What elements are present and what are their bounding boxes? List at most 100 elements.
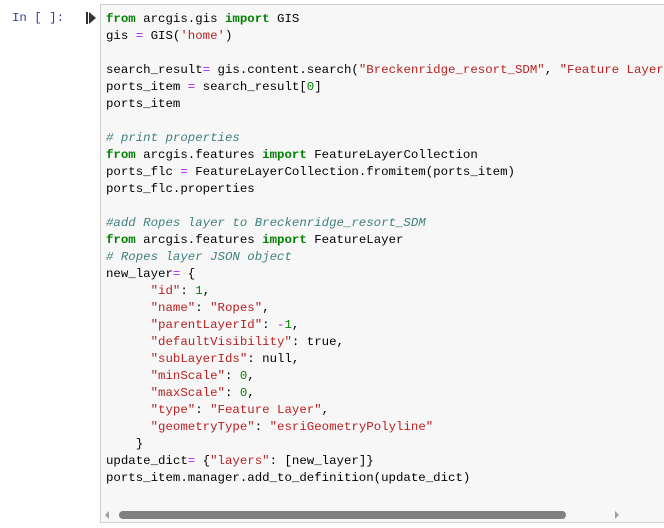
code-token: import (262, 148, 307, 162)
code-token: 0 (306, 80, 315, 94)
code-token: GIS( (143, 29, 181, 43)
code-token: : null, (247, 352, 300, 366)
code-token: = (187, 80, 196, 94)
code-line: ports_item = search_result[0] (106, 79, 664, 96)
code-line: "name": "Ropes", (106, 300, 664, 317)
code-token: arcgis.features (135, 233, 263, 247)
code-token: # Ropes layer JSON object (106, 250, 292, 264)
code-token: "parentLayerId" (150, 318, 263, 332)
code-token: , (247, 386, 255, 400)
scroll-right-arrow-icon[interactable] (615, 511, 619, 519)
code-line: ports_item (106, 96, 664, 113)
code-line: "geometryType": "esriGeometryPolyline" (106, 419, 664, 436)
code-token (106, 352, 151, 366)
code-token: "Breckenridge_resort_SDM" (358, 63, 545, 77)
code-line: ports_flc = FeatureLayerCollection.fromi… (106, 164, 664, 181)
code-line: search_result= gis.content.search("Breck… (106, 62, 664, 79)
code-line: gis = GIS('home') (106, 28, 664, 45)
code-token: import (262, 233, 307, 247)
code-line: "subLayerIds": null, (106, 351, 664, 368)
code-line: "type": "Feature Layer", (106, 402, 664, 419)
code-token: from (106, 12, 136, 26)
code-line: update_dict= {"layers": [new_layer]} (106, 453, 664, 470)
cell-prompt: In [ ]: (12, 11, 65, 25)
code-token: "Feature Layer" (559, 63, 664, 77)
code-token: : [new_layer]} (269, 454, 374, 468)
code-token: , (544, 63, 560, 77)
code-line: ports_flc.properties (106, 181, 664, 198)
code-token: "type" (150, 403, 196, 417)
code-token: , (291, 318, 300, 332)
code-token: 'home' (180, 29, 225, 43)
code-line: # print properties (106, 130, 664, 147)
code-line (106, 113, 664, 130)
code-token: : true, (291, 335, 344, 349)
code-token: import (224, 12, 270, 26)
code-token: ports_flc (106, 165, 181, 179)
code-line: ports_item.manager.add_to_definition(upd… (106, 470, 664, 487)
code-token: 0 (239, 369, 248, 383)
code-token (106, 301, 151, 315)
code-token: GIS (269, 12, 300, 26)
code-line: } (106, 436, 664, 453)
code-token: gis.content.search( (210, 63, 359, 77)
code-token: arcgis.gis (135, 12, 225, 26)
code-token: # print properties (106, 131, 240, 145)
code-token: "Feature Layer" (210, 403, 322, 417)
code-line: from arcgis.features import FeatureLayer (106, 232, 664, 249)
scrollbar-thumb[interactable] (119, 511, 566, 519)
code-token: from (106, 148, 136, 162)
code-token: "subLayerIds" (150, 352, 248, 366)
code-token: - (277, 318, 285, 332)
code-line: #add Ropes layer to Breckenridge_resort_… (106, 215, 664, 232)
code-token: ) (225, 29, 233, 43)
code-token: "layers" (210, 454, 270, 468)
code-line: from arcgis.features import FeatureLayer… (106, 147, 664, 164)
code-line: from arcgis.gis import GIS (106, 11, 664, 28)
code-token: : (262, 318, 278, 332)
code-token: : (224, 386, 240, 400)
code-token: , (202, 284, 211, 298)
code-token: FeatureLayerCollection.fromitem(ports_it… (187, 165, 515, 179)
code-token (106, 318, 151, 332)
horizontal-scrollbar[interactable] (101, 508, 664, 522)
code-token: = (180, 165, 188, 179)
code-token: 0 (239, 386, 248, 400)
code-token: , (321, 403, 330, 417)
code-token: { (180, 267, 196, 281)
code-token: : (254, 420, 270, 434)
code-token: "defaultVisibility" (150, 335, 292, 349)
scroll-left-arrow-icon[interactable] (105, 511, 109, 519)
code-token: FeatureLayerCollection (306, 148, 478, 162)
code-line: "maxScale": 0, (106, 385, 664, 402)
code-token: search_result (106, 63, 203, 77)
code-token (106, 403, 151, 417)
code-token: arcgis.features (135, 148, 263, 162)
code-token: ports_item.manager.add_to_definition(upd… (106, 471, 471, 485)
code-token: new_layer (106, 267, 173, 281)
code-token: ports_flc.properties (106, 182, 255, 196)
code-token: = (135, 29, 144, 43)
code-token: ] (314, 80, 322, 94)
code-token: : (195, 301, 211, 315)
run-cursor-icon[interactable] (86, 12, 96, 24)
code-line (106, 198, 664, 215)
code-token: FeatureLayer (306, 233, 404, 247)
code-token (106, 369, 151, 383)
code-token (106, 284, 151, 298)
code-token: ports_item (106, 80, 188, 94)
code-line: "parentLayerId": -1, (106, 317, 664, 334)
code-token: { (195, 454, 211, 468)
code-token (106, 420, 151, 434)
code-token: : (180, 284, 196, 298)
code-token: "Ropes" (210, 301, 263, 315)
code-token: = (202, 63, 211, 77)
code-token: : (195, 403, 211, 417)
code-token (106, 335, 151, 349)
code-token: search_result[ (195, 80, 307, 94)
code-token: "id" (150, 284, 181, 298)
code-token: "esriGeometryPolyline" (269, 420, 434, 434)
code-token: #add Ropes layer to Breckenridge_resort_… (106, 216, 426, 230)
